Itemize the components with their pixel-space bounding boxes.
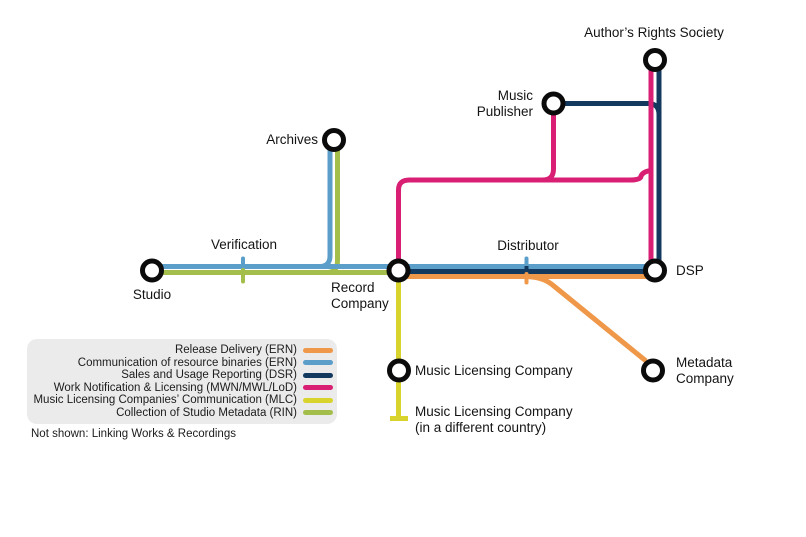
legend: Release Delivery (ERN) Communication of …: [27, 339, 337, 424]
legend-swatch-work-licensing: [303, 385, 333, 391]
legend-item-label: Music Licensing Companies’ Communication…: [33, 394, 297, 407]
station-dsp: [643, 258, 667, 283]
legend-swatch-release-delivery: [303, 347, 333, 353]
line-work-licensing-record-company-branch: [396, 168, 652, 268]
station-studio: [140, 258, 164, 283]
station-music-licensing-company: [387, 358, 411, 383]
legend-item-label: Collection of Studio Metadata (RIN): [116, 406, 297, 419]
label-music-publisher: Music Publisher: [476, 88, 533, 119]
legend-swatch-rin: [303, 410, 333, 416]
label-distributor: Distributor: [497, 238, 559, 253]
legend-item: Collection of Studio Metadata (RIN): [27, 407, 337, 420]
label-metadata-company: Metadata Company: [676, 355, 734, 386]
label-music-licensing-company: Music Licensing Company: [415, 363, 573, 378]
legend-swatch-sales-usage: [303, 372, 333, 378]
legend-item: Sales and Usage Reporting (DSR): [27, 369, 337, 382]
station-record-company: [386, 258, 411, 283]
label-archives: Archives: [266, 132, 318, 147]
label-record-company: Record Company: [331, 280, 389, 311]
legend-item-label: Work Notification & Licensing (MWN/MWL/L…: [53, 381, 297, 394]
legend-item: Communication of resource binaries (ERN): [27, 356, 337, 369]
legend-swatch-resource-binaries: [303, 360, 333, 366]
legend-item: Work Notification & Licensing (MWN/MWL/L…: [27, 382, 337, 395]
station-archives: [322, 128, 346, 152]
station-authors-rights-society: [643, 48, 667, 72]
label-dsp: DSP: [676, 263, 704, 278]
label-verification: Verification: [210, 237, 278, 252]
line-release-delivery-metadata-branch: [523, 274, 648, 363]
station-music-publisher: [541, 91, 566, 116]
legend-item-label: Communication of resource binaries (ERN): [77, 356, 297, 369]
legend-swatch-mlc: [303, 397, 333, 403]
legend-note: Not shown: Linking Works & Recordings: [31, 428, 236, 440]
label-authors-rights-society: Author’s Rights Society: [584, 25, 724, 40]
legend-item-label: Sales and Usage Reporting (DSR): [121, 369, 297, 382]
line-work-licensing-music-publisher-branch: [542, 112, 556, 183]
label-studio: Studio: [132, 287, 172, 302]
line-dsr-music-publisher-branch: [562, 101, 662, 115]
legend-item: Music Licensing Companies’ Communication…: [27, 394, 337, 407]
station-metadata-company: [641, 358, 665, 383]
label-music-licensing-company-other: Music Licensing Company (in a different …: [415, 404, 573, 435]
line-resource-binaries-archives-branch: [318, 146, 333, 269]
legend-item: Release Delivery (ERN): [27, 344, 337, 357]
legend-item-label: Release Delivery (ERN): [174, 344, 297, 357]
